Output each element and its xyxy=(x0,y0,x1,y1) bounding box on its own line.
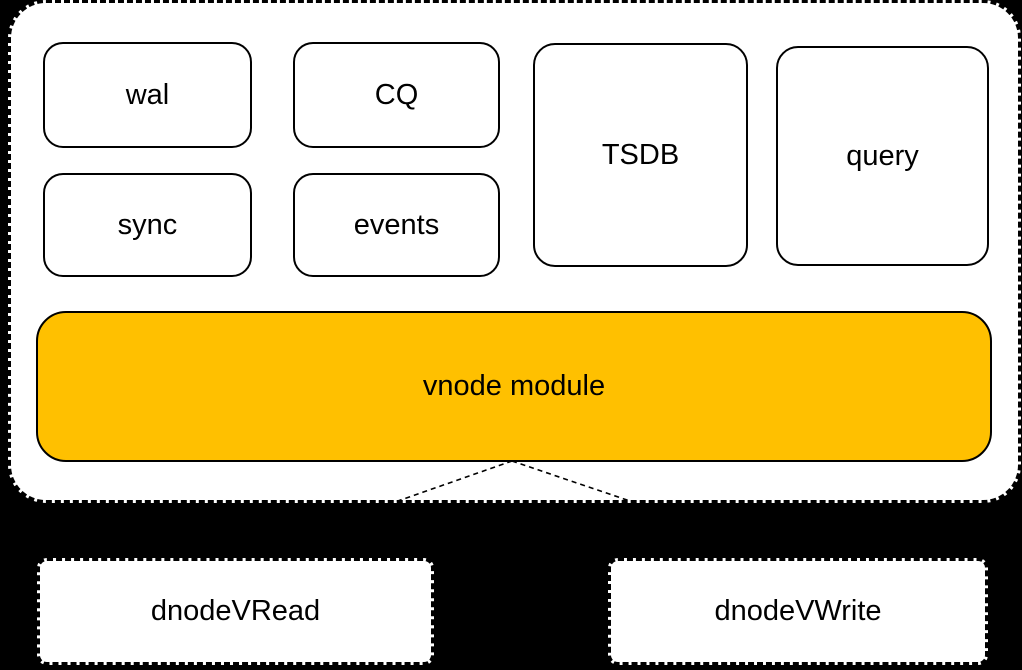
vnode-module-label: vnode module xyxy=(422,370,606,402)
module-box-tsdb: TSDB xyxy=(533,43,748,267)
dnode-vread-box: dnodeVRead xyxy=(37,558,434,665)
module-box-wal: wal xyxy=(43,42,252,148)
vnode-module-bar: vnode module xyxy=(36,311,992,462)
module-label-cq: CQ xyxy=(374,78,419,111)
module-label-wal: wal xyxy=(125,78,170,111)
module-box-sync: sync xyxy=(43,173,252,277)
dnode-vwrite-label: dnodeVWrite xyxy=(714,595,882,627)
module-box-events: events xyxy=(293,173,500,277)
module-box-query: query xyxy=(776,46,989,266)
module-label-tsdb: TSDB xyxy=(601,138,680,171)
module-label-events: events xyxy=(353,208,440,241)
module-box-cq: CQ xyxy=(293,42,500,148)
module-label-sync: sync xyxy=(117,208,178,241)
dnode-vread-label: dnodeVRead xyxy=(150,595,321,627)
module-label-query: query xyxy=(846,139,919,172)
dnode-vwrite-box: dnodeVWrite xyxy=(608,558,988,665)
